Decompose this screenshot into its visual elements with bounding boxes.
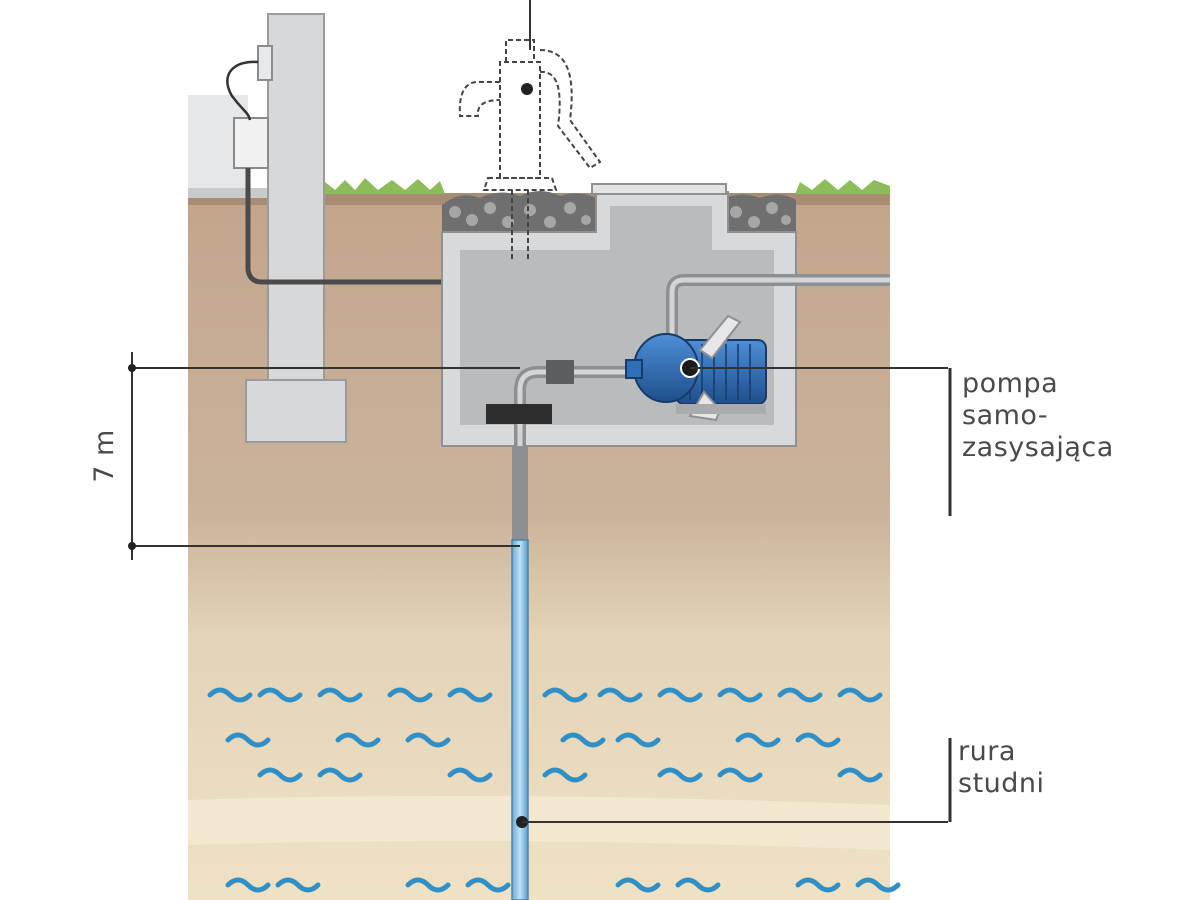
gravel-right <box>722 194 796 232</box>
water-wave <box>615 732 661 748</box>
water-wave <box>777 687 823 703</box>
water-wave <box>735 732 781 748</box>
water-wave <box>837 687 883 703</box>
pump-label-line: zasysająca <box>962 432 1114 463</box>
well-pipe-label: rura studni <box>958 736 1045 800</box>
water-wave <box>675 877 721 893</box>
water-wave <box>207 687 253 703</box>
electrical-box-top <box>257 45 273 81</box>
cable-conduit <box>245 168 470 285</box>
water-wave <box>717 687 763 703</box>
water-wave <box>657 687 703 703</box>
depth-dimension <box>131 352 520 560</box>
water-wave <box>447 687 493 703</box>
hand-pump-marker <box>521 83 533 95</box>
water-wave <box>597 687 643 703</box>
suction-pipe-highlight <box>517 369 630 446</box>
water-wave <box>542 767 588 783</box>
water-wave <box>225 732 271 748</box>
water-wave <box>542 687 588 703</box>
water-wave <box>615 877 661 893</box>
water-wave <box>795 877 841 893</box>
gravel-left <box>442 191 596 232</box>
check-valve <box>546 360 574 384</box>
water-wave <box>405 877 451 893</box>
water-wave <box>317 687 363 703</box>
groundwater-waves <box>207 687 901 893</box>
well-pipe-label-line: studni <box>958 768 1045 799</box>
water-wave <box>657 767 703 783</box>
post-footing <box>245 379 347 443</box>
pump-label-line: samo- <box>962 400 1049 431</box>
electrical-box <box>233 117 269 169</box>
well-pipe-water <box>511 539 529 900</box>
water-wave <box>560 732 606 748</box>
concrete-post <box>267 13 325 385</box>
water-wave <box>225 877 271 893</box>
water-wave <box>717 767 763 783</box>
grass-left <box>325 178 445 194</box>
water-wave <box>447 767 493 783</box>
water-wave <box>465 877 511 893</box>
water-wave <box>405 732 451 748</box>
grass-right <box>795 179 890 194</box>
well-pipe-label-line: rura <box>958 736 1016 767</box>
chamber-lid <box>591 183 727 195</box>
power-cable <box>226 60 259 121</box>
water-wave <box>855 877 901 893</box>
well-pipe-casing <box>512 446 528 546</box>
water-wave <box>387 687 433 703</box>
building-base <box>188 188 270 198</box>
depth-marker-top <box>128 364 136 372</box>
depth-label: 7 m <box>89 429 120 483</box>
depth-marker-bottom <box>128 542 136 550</box>
pump-label-line: pompa <box>962 368 1059 399</box>
outlet-pipe-highlight <box>669 277 890 352</box>
self-priming-pump <box>625 314 767 422</box>
chamber-drain <box>486 404 552 424</box>
water-wave <box>335 732 381 748</box>
pump-label: pompa samo- zasysająca <box>962 368 1114 464</box>
water-wave <box>837 767 883 783</box>
water-wave <box>317 767 363 783</box>
water-wave <box>257 767 303 783</box>
water-wave <box>275 877 321 893</box>
water-wave <box>795 732 841 748</box>
water-wave <box>257 687 303 703</box>
